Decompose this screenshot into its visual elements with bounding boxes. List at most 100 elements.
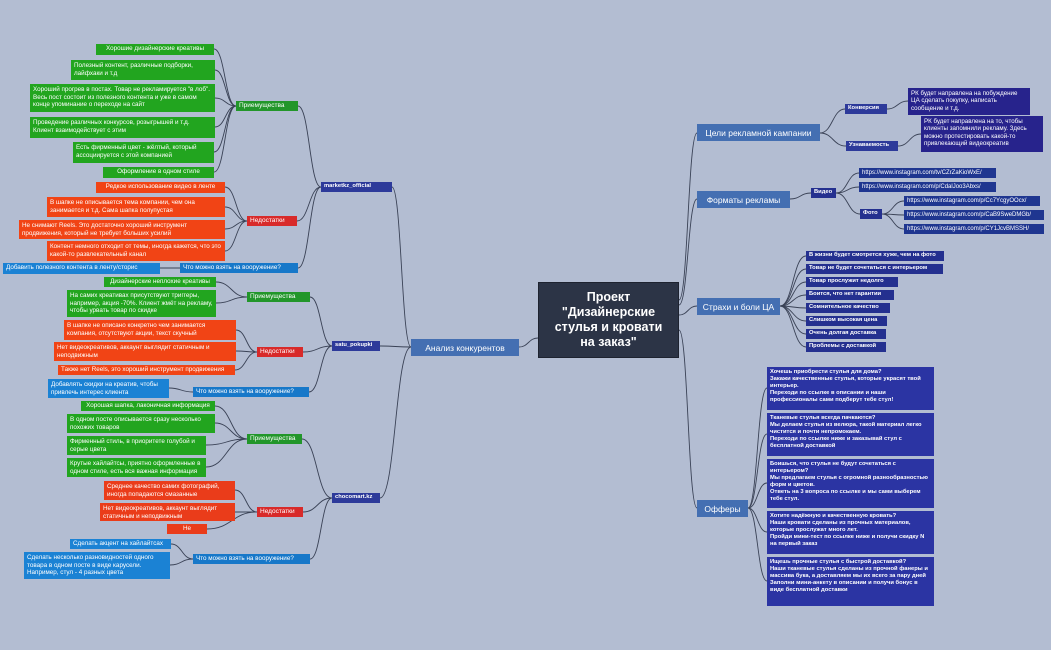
fear-item[interactable]: В жизни будет смотрется хуже, чем на фот… (806, 251, 944, 261)
goal-awareness-label[interactable]: Узнаваемость (846, 141, 898, 151)
fear-item[interactable]: Сомнительное качество (806, 303, 890, 313)
connector-line (214, 405, 248, 440)
satu-disadvantages-label[interactable]: Недостатки (257, 347, 303, 357)
offer-item[interactable]: Хочешь приобрести стулья для дома? Закаж… (767, 367, 934, 410)
marketkz-disadvantage[interactable]: Не снимают Reels. Это достаточно хороший… (19, 220, 225, 239)
photo-url-3[interactable]: https://www.instagram.com/p/CY1JcvBMSSH/ (904, 224, 1044, 234)
offer-item[interactable]: Боишься, что стулья не будут сочетаться … (767, 459, 934, 508)
satu-disadvantage[interactable]: В шапке не описано конкретно чем занимае… (64, 320, 236, 340)
marketkz-advantage[interactable]: Хорошие дизайнерские креативы (96, 44, 214, 55)
connector-line (234, 489, 258, 513)
connector-line (779, 281, 807, 307)
video-url-1[interactable]: https://www.instagram.com/tv/CZrZaKioWxE… (859, 168, 996, 178)
chocomart-take-item[interactable]: Сделать акцент на хайлайтсах (70, 539, 171, 549)
connector-line (224, 220, 248, 252)
connector-line (215, 296, 248, 304)
fear-item[interactable]: Очень долгая доставка (806, 329, 886, 339)
connector-line (819, 108, 846, 134)
marketkz-take-item[interactable]: Добавить полезного контента в ленту/стор… (3, 263, 160, 274)
connector-line (678, 198, 698, 306)
marketkz-advantage[interactable]: Хороший прогрев в постах. Товар не рекла… (30, 84, 215, 112)
connector-line (214, 105, 237, 128)
photo-url-1[interactable]: https://www.instagram.com/p/Cc7YcgyOOcx/ (904, 196, 1040, 206)
connector-line (678, 329, 698, 509)
offer-item[interactable]: Тканевые стулья всегда пачкаются? Мы дел… (767, 413, 934, 456)
competitor-marketkz[interactable]: marketkz_official (321, 182, 392, 192)
chocomart-disadvantage[interactable]: Нет видеокреативов, аккаунт выглядит ста… (100, 503, 235, 521)
goal-awareness-text[interactable]: РК будет направлена на то, чтобы клиенты… (921, 116, 1043, 152)
connector-line (391, 186, 412, 348)
competitor-satu[interactable]: satu_pokupki (332, 341, 380, 351)
satu-advantages-label[interactable]: Приемущества (247, 292, 310, 302)
satu-disadvantage[interactable]: Также нет Reels, это хороший инструмент … (58, 365, 235, 375)
branch-goals[interactable]: Цели рекламной кампании (697, 124, 820, 141)
connector-line (296, 186, 322, 222)
offer-item[interactable]: Хотите надёжную и качественную кровать? … (767, 511, 934, 554)
marketkz-advantage[interactable]: Оформление в одном стиле (103, 167, 214, 178)
connector-line (835, 186, 860, 194)
satu-advantage[interactable]: На самих креативах присутствуют триггеры… (67, 290, 216, 317)
chocomart-advantage[interactable]: Фирменный стиль, в приоритете голубой и … (67, 436, 206, 455)
fear-item[interactable]: Слишком высокая цена (806, 316, 887, 326)
connector-line (747, 433, 768, 509)
satu-take-item[interactable]: Добавлять скидки на креатив, чтобы привл… (48, 379, 169, 398)
fear-item[interactable]: Товар прослужит недолго (806, 277, 898, 287)
competitor-chocomart[interactable]: chocomart.kz (332, 493, 380, 503)
fear-item[interactable]: Боится, что нет гарантии (806, 290, 894, 300)
chocomart-disadvantage[interactable]: Не снимают Reels (167, 524, 207, 534)
branch-formats[interactable]: Форматы рекламы (697, 191, 790, 208)
connector-line (169, 558, 194, 566)
satu-disadvantage[interactable]: Нет видеокреативов, аккаунт выглядит ста… (54, 342, 236, 361)
marketkz-advantage[interactable]: Проведение различных конкурсов, розыгрыш… (30, 117, 215, 138)
marketkz-disadvantages-label[interactable]: Недостатки (247, 216, 297, 226)
connector-line (224, 206, 248, 222)
chocomart-take-item[interactable]: Сделать несколько разновидностей одного … (24, 552, 170, 579)
fear-item[interactable]: Проблемы с доставкой (806, 342, 886, 352)
central-topic[interactable]: Проект "Дизайнерские стулья и кровати на… (538, 282, 679, 358)
connector-line (779, 305, 807, 335)
connector-line (213, 48, 237, 107)
chocomart-disadvantages-label[interactable]: Недостатки (257, 507, 303, 517)
connector-line (747, 507, 768, 533)
fear-item[interactable]: Товар не будет сочетаться с интерьером (806, 264, 943, 274)
format-photo-label[interactable]: Фото (860, 209, 882, 219)
satu-take-label[interactable]: Что можно взять на вооружение? (193, 387, 309, 397)
chocomart-disadvantage[interactable]: Среднее качество самих фотографий, иногд… (104, 481, 235, 500)
marketkz-disadvantage[interactable]: В шапке не описывается тема компании, че… (47, 197, 225, 217)
connector-line (881, 213, 905, 230)
connector-line (819, 132, 847, 147)
chocomart-advantage[interactable]: Хорошая шапка, лаконичная информация (81, 401, 215, 411)
marketkz-advantage[interactable]: Есть фирменный цвет - жёлтый, который ас… (73, 142, 214, 163)
format-video-label[interactable]: Видео (811, 188, 836, 198)
connector-line (379, 345, 412, 348)
connector-line (747, 387, 768, 509)
chocomart-advantage[interactable]: Крутые хайлайтсы, приятно оформленные в … (67, 458, 206, 477)
chocomart-advantage[interactable]: В одном посте описывается сразу нескольк… (67, 414, 215, 433)
branch-fears[interactable]: Страхи и боли ЦА (697, 298, 780, 315)
connector-line (214, 422, 248, 440)
branch-offers[interactable]: Офферы (697, 500, 748, 517)
connector-line (518, 337, 539, 348)
video-url-2[interactable]: https://www.instagram.com/p/CdalJoo3Abxs… (859, 182, 996, 192)
connector-line (235, 329, 258, 353)
marketkz-advantage[interactable]: Полезный контент, различные подборки, ла… (71, 60, 215, 80)
photo-url-2[interactable]: https://www.instagram.com/p/CaB9SweDMGb/ (904, 210, 1044, 220)
chocomart-advantages-label[interactable]: Приемущества (247, 434, 302, 444)
marketkz-advantages-label[interactable]: Приемущества (236, 101, 298, 111)
satu-advantage[interactable]: Дизайнерские неплохие креативы (104, 277, 216, 287)
connector-line (835, 192, 861, 215)
connector-line (309, 497, 333, 560)
marketkz-take-label[interactable]: Что можно взять на вооружение? (180, 263, 298, 273)
offer-item[interactable]: Ищешь прочные стулья с быстрой доставкой… (767, 557, 934, 606)
goal-conversion-label[interactable]: Конверсия (845, 104, 887, 114)
marketkz-disadvantage[interactable]: Контент немного отходит от темы, иногда … (47, 241, 225, 261)
marketkz-disadvantage[interactable]: Редкое использование видео в ленте (96, 182, 225, 193)
chocomart-take-label[interactable]: Что можно взять на вооружение? (193, 554, 310, 564)
connector-line (213, 105, 237, 173)
connector-line (789, 192, 812, 200)
goal-conversion-text[interactable]: РК будет направлена на побуждение ЦА сде… (908, 88, 1030, 115)
connector-line (297, 105, 322, 188)
branch-competitors[interactable]: Анализ конкурентов (411, 339, 519, 356)
connector-line (215, 281, 248, 298)
